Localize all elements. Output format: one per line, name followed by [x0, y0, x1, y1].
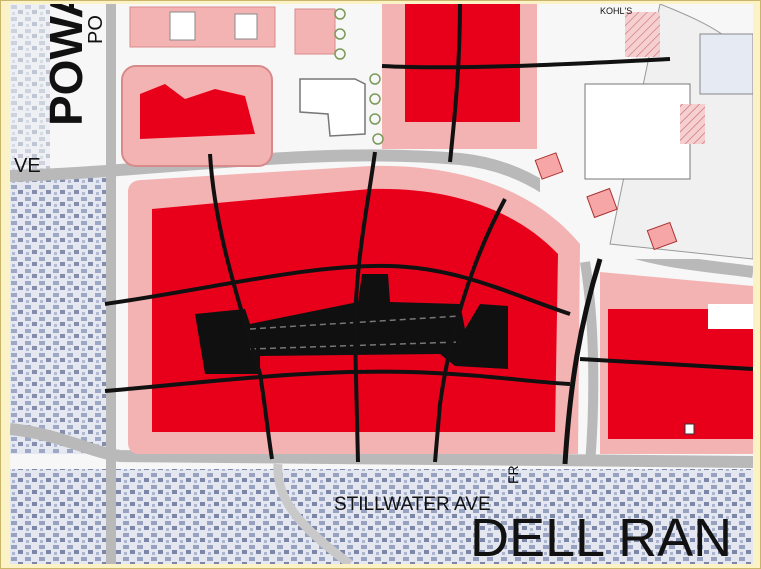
internal-street-east [433, 198, 507, 463]
internal-street-west [208, 153, 274, 460]
east-connector-road [580, 261, 599, 465]
label-kohls: KOHL'S [600, 6, 632, 16]
hatched-area-east [680, 104, 705, 144]
north-small-building-2 [234, 13, 258, 40]
north-west-building [140, 84, 255, 139]
north-center-building [405, 4, 520, 122]
label-ve: VE [14, 155, 41, 177]
urban-area-south [10, 469, 753, 564]
east-small-marker [684, 423, 695, 435]
residential-area-west [10, 174, 106, 454]
label-fr: FR [505, 465, 521, 484]
internal-street-south [104, 369, 571, 393]
parking-structure [195, 274, 508, 374]
stillwater-road [10, 423, 753, 468]
label-poway-small: PO [85, 15, 107, 44]
north-vertical-street [448, 4, 462, 163]
internal-street-center [352, 151, 377, 463]
kohls-building [584, 83, 691, 180]
hatched-area-north [625, 12, 660, 57]
small-pad-1 [534, 152, 564, 180]
north-south-road-west [106, 4, 116, 564]
east-block-street [579, 357, 753, 371]
northeast-building [699, 33, 753, 95]
site-plan-svg: POWAY PO VE STILLWATER AVE DELL RAN KOHL… [10, 4, 753, 564]
label-dell-ran: DELL RAN [470, 508, 732, 564]
east-white-pad [708, 304, 753, 329]
north-small-building-1 [169, 11, 196, 41]
small-pad-2 [586, 187, 618, 219]
small-pad-3 [646, 221, 678, 251]
label-stillwater: STILLWATER AVE [334, 494, 491, 515]
site-plan-map[interactable]: POWAY PO VE STILLWATER AVE DELL RAN KOHL… [10, 4, 753, 564]
north-small-block [294, 8, 336, 55]
residential-area-northwest [10, 4, 50, 174]
east-retail-buildings [608, 309, 753, 439]
label-poway: POWAY [40, 4, 92, 126]
north-outline-building [299, 78, 366, 137]
connector-street-east [562, 258, 603, 465]
internal-street-north [104, 263, 571, 316]
north-street [381, 57, 671, 70]
southern-curve-road [273, 463, 353, 564]
tree-row [334, 8, 384, 145]
